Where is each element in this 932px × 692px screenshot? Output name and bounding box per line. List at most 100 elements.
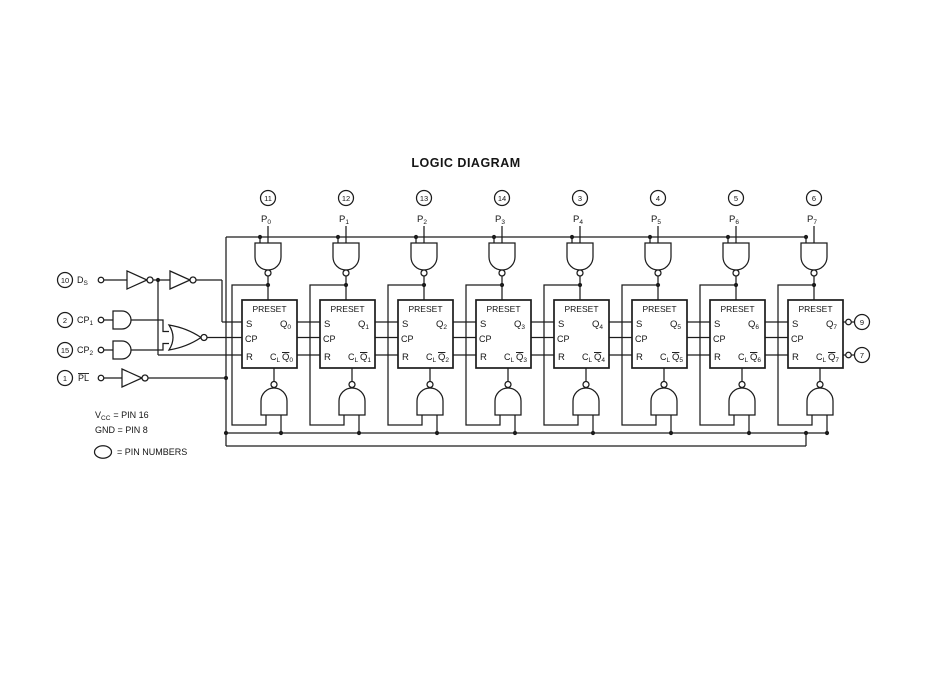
pin-circle [56, 369, 74, 387]
inverter-bubble [420, 269, 428, 277]
cp-label: CP [635, 334, 648, 344]
inverter-bubble [654, 269, 662, 277]
cp-label: CP [401, 334, 414, 344]
cl-label: CL [660, 352, 671, 364]
nor-gate [167, 324, 203, 351]
preset-nand-gate [488, 242, 516, 271]
q-label: Q7 [826, 319, 837, 331]
inverter-bubble [816, 380, 824, 389]
wire [465, 284, 502, 426]
pin-circle [259, 189, 277, 207]
qbar-label: Q4 [594, 352, 605, 364]
preset-label: PRESET [486, 304, 520, 314]
pin-circle [853, 313, 871, 331]
junction-dot [746, 430, 752, 436]
preset-label: PRESET [408, 304, 442, 314]
vcc-note: VCC= PIN 16 [95, 410, 149, 422]
pin-numbers-note: = PIN NUMBERS [117, 447, 187, 457]
clear-nand-gate [806, 387, 834, 416]
pin-number: 13 [420, 194, 428, 203]
legend: VCC= PIN 16 GND = PIN 8 = PIN NUMBERS [93, 410, 187, 459]
r-label: R [792, 352, 799, 363]
inverter-bubble [732, 269, 740, 277]
cp2-input-label: CP2 [77, 345, 94, 357]
s-label: S [480, 319, 486, 330]
qbar-label: Q7 [828, 352, 839, 364]
wire [699, 284, 736, 426]
junction-dot [278, 430, 284, 436]
parallel-input-label: P6 [729, 214, 739, 226]
clear-nand-gate [416, 387, 444, 416]
pin-number: 7 [860, 351, 864, 360]
terminal-circle [845, 318, 852, 326]
r-label: R [402, 352, 409, 363]
wire [621, 284, 658, 426]
pin-number: 1 [63, 374, 67, 383]
flip-flop-box [709, 299, 766, 369]
cp1-input-label: CP1 [77, 315, 94, 327]
qbar-label: Q3 [516, 352, 527, 364]
pin-circle [805, 189, 823, 207]
inverter-bubble [582, 380, 590, 389]
flip-flop-box [475, 299, 532, 369]
preset-nand-gate [722, 242, 750, 271]
pin-circle [56, 271, 74, 289]
shift-register-stage: 3 P4 PRESET S Q4 CP R CL Q4 [543, 189, 610, 436]
clear-nand-gate [650, 387, 678, 416]
qbar-label: Q1 [360, 352, 371, 364]
cl-label: CL [738, 352, 749, 364]
pin-circle [56, 311, 74, 329]
junction-dot [356, 430, 362, 436]
q-label: Q3 [514, 319, 525, 331]
inverter-bubble [342, 269, 350, 277]
s-label: S [324, 319, 330, 330]
s-label: S [246, 319, 252, 330]
wire [131, 319, 169, 333]
terminal-circle [97, 316, 105, 324]
cp-label: CP [557, 334, 570, 344]
flip-flop-box [241, 299, 298, 369]
r-label: R [480, 352, 487, 363]
cp-label: CP [713, 334, 726, 344]
wire [131, 342, 169, 351]
pin-number: 2 [63, 316, 67, 325]
cl-label: CL [270, 352, 281, 364]
qbar-label: Q6 [750, 352, 761, 364]
shift-register-stage: 12 P1 PRESET S Q1 CP R CL Q1 [309, 189, 376, 436]
q-label: Q2 [436, 319, 447, 331]
flip-flop-box [397, 299, 454, 369]
pin-number: 5 [734, 194, 738, 203]
inverter-bubble [189, 276, 197, 284]
junction-dot [512, 430, 518, 436]
pin-number: 15 [61, 346, 69, 355]
inverter-bubble [264, 269, 272, 277]
pin-number: 12 [342, 194, 350, 203]
qbar-label: Q5 [672, 352, 683, 364]
inverter-gate [126, 270, 149, 290]
preset-nand-gate [332, 242, 360, 271]
cl-label: CL [504, 352, 515, 364]
cp-label: CP [479, 334, 492, 344]
q-label: Q4 [592, 319, 603, 331]
pin-circle [649, 189, 667, 207]
preset-label: PRESET [252, 304, 286, 314]
preset-nand-gate [644, 242, 672, 271]
inverter-bubble [498, 269, 506, 277]
preset-nand-gate [566, 242, 594, 271]
parallel-input-label: P2 [417, 214, 427, 226]
s-label: S [558, 319, 564, 330]
terminal-circle [845, 351, 852, 359]
pin-number: 9 [860, 318, 864, 327]
qbar-label: Q0 [282, 352, 293, 364]
junction-dot [803, 430, 809, 436]
and-gate [112, 340, 132, 360]
cl-label: CL [426, 352, 437, 364]
r-label: R [324, 352, 331, 363]
q-label: Q5 [670, 319, 681, 331]
preset-label: PRESET [642, 304, 676, 314]
pin-symbol-icon [93, 445, 113, 459]
gnd-note: GND = PIN 8 [95, 425, 148, 435]
s-label: S [714, 319, 720, 330]
flip-flop-box [553, 299, 610, 369]
